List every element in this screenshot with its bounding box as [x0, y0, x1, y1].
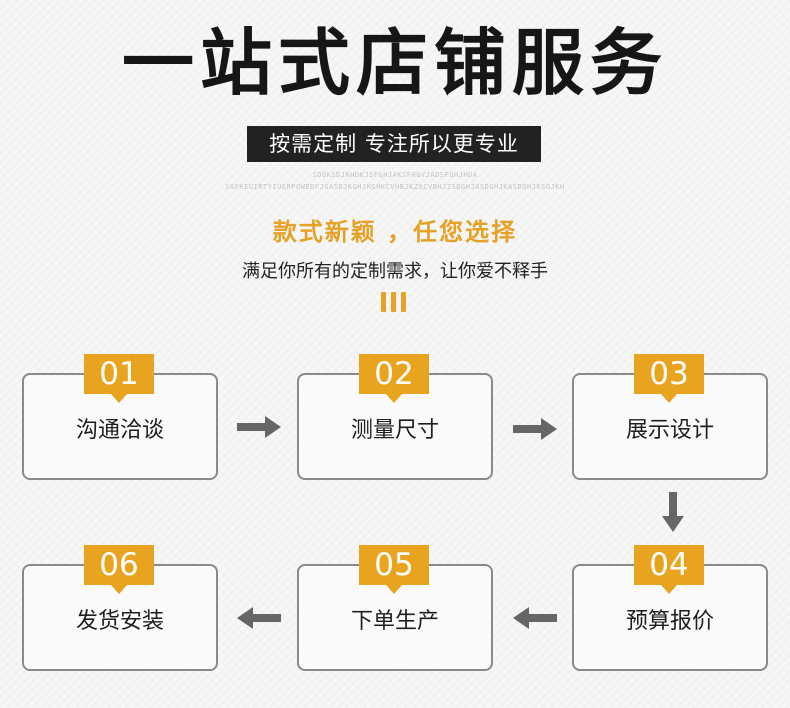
- step-label: 沟通洽谈: [75, 418, 164, 443]
- description: 满足你所有的定制需求，让你爱不释手: [242, 261, 548, 282]
- arrow-right-icon: [513, 418, 557, 440]
- arrow-left-icon: [513, 607, 557, 629]
- decorative-bars-icon: [381, 292, 411, 312]
- step-label: 预算报价: [625, 609, 714, 634]
- process-step-1: 01 沟通洽谈: [22, 354, 218, 480]
- process-step-4: 04 预算报价: [572, 545, 768, 671]
- arrow-right-icon: [237, 416, 281, 438]
- subtitle-banner: 按需定制 专注所以更专业: [247, 126, 541, 162]
- decorative-fine-text: SGFKEUIRTYIUERPQWEDFJGASDJKGHJKGHKCVHBJK…: [225, 183, 565, 191]
- step-box: [22, 564, 218, 671]
- decorative-fine-text: SDGKSDJKHDKJSFGHJAKSFHGVJADSFGHJHDA: [312, 171, 478, 179]
- step-number-badge: 04: [634, 545, 704, 594]
- arrow-down-icon: [662, 492, 684, 532]
- tagline: 款式新颖 ，任您选择: [272, 218, 518, 246]
- arrow-left-icon: [237, 607, 281, 629]
- process-step-2: 02 测量尺寸: [297, 354, 493, 480]
- step-number-badge: 02: [359, 354, 429, 403]
- page-title: 一站式店铺服务: [121, 20, 668, 105]
- step-number-badge: 01: [84, 354, 154, 403]
- step-number-badge: 06: [84, 545, 154, 594]
- step-label: 测量尺寸: [350, 418, 439, 443]
- step-box: [572, 564, 768, 671]
- process-step-3: 03 展示设计: [572, 354, 768, 480]
- process-step-6: 06 发货安装: [22, 545, 218, 671]
- step-number-badge: 03: [634, 354, 704, 403]
- step-label: 下单生产: [350, 609, 439, 634]
- step-number-badge: 05: [359, 545, 429, 594]
- process-step-5: 05 下单生产: [297, 545, 493, 671]
- step-label: 展示设计: [625, 418, 714, 443]
- step-label: 发货安装: [75, 609, 164, 634]
